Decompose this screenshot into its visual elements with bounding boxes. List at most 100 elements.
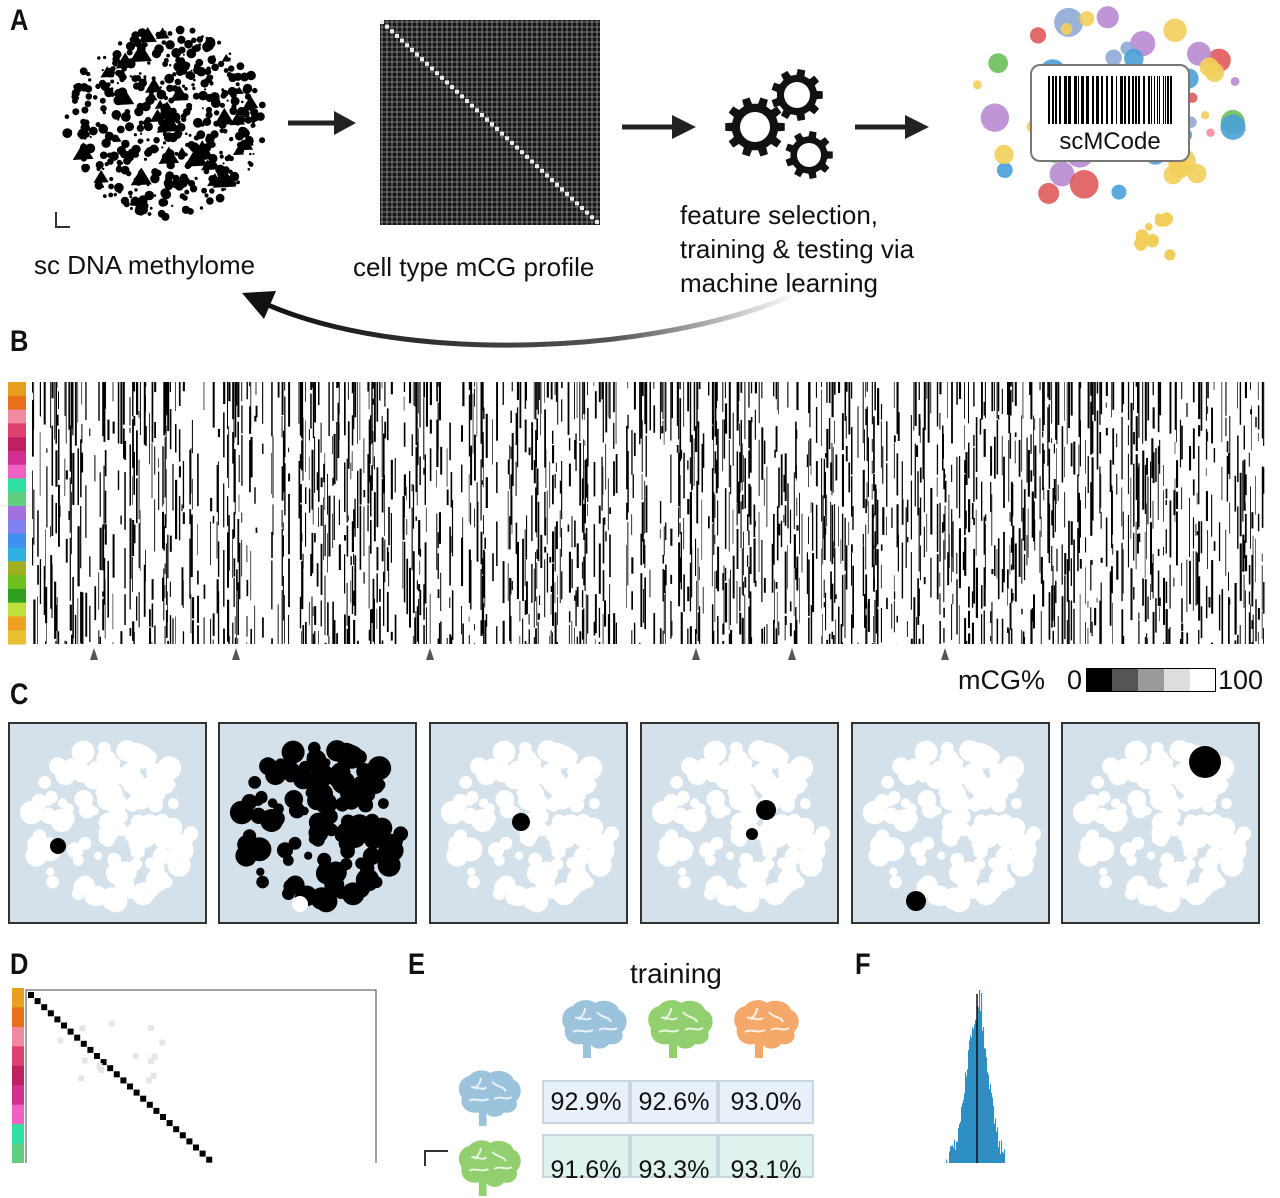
heatmap-segment xyxy=(529,629,530,644)
heatmap-segment xyxy=(816,382,817,398)
heatmap-segment xyxy=(1251,406,1252,451)
heatmap-segment xyxy=(1219,522,1220,561)
heatmap-segment xyxy=(1121,417,1122,479)
heatmap-segment xyxy=(1155,598,1157,632)
heatmap-segment xyxy=(1024,489,1026,551)
matrix-diagonal-cell xyxy=(570,197,574,201)
heatmap-segment xyxy=(133,382,135,391)
matrix-diagonal-cell xyxy=(455,90,459,94)
heatmap-segment xyxy=(344,554,345,593)
heatmap-segment xyxy=(744,577,746,588)
heatmap-segment xyxy=(998,538,1000,599)
heatmap-segment xyxy=(85,593,87,637)
heatmap-segment xyxy=(374,382,376,442)
heatmap-segment xyxy=(166,543,167,605)
umap-cluster xyxy=(105,890,127,912)
heatmap-segment xyxy=(1051,546,1052,571)
diagonal-cell xyxy=(206,1157,212,1163)
umap-cluster xyxy=(515,771,536,792)
heatmap-segment xyxy=(939,503,940,562)
heatmap-segment xyxy=(179,382,181,406)
heatmap-segment xyxy=(419,549,421,557)
heatmap-segment xyxy=(698,548,699,611)
heatmap-segment xyxy=(352,566,353,614)
heatmap-segment xyxy=(1112,382,1114,410)
heatmap-segment xyxy=(167,382,169,431)
heatmap-segment xyxy=(812,503,813,551)
heatmap-segment xyxy=(722,382,723,412)
umap-cluster xyxy=(1214,876,1226,888)
heatmap-segment xyxy=(50,526,51,537)
heatmap-segment xyxy=(1112,428,1114,464)
offdiag-cell xyxy=(148,1025,154,1031)
heatmap-segment xyxy=(555,612,557,644)
matrix-diagonal-cell xyxy=(535,164,539,168)
heatmap-segment xyxy=(968,633,970,644)
heatmap-segment xyxy=(785,453,787,501)
heatmap-segment xyxy=(1237,436,1239,483)
heatmap-segment xyxy=(1237,507,1238,549)
heatmap-segment xyxy=(699,382,701,389)
heatmap-segment xyxy=(1073,609,1074,644)
heatmap-segment xyxy=(867,382,868,392)
heatmap-segment xyxy=(461,465,462,493)
heatmap-segment xyxy=(1054,444,1055,454)
methylome-dot xyxy=(181,113,187,119)
heatmap-segment xyxy=(609,507,611,514)
diagonal-cell xyxy=(74,1035,80,1041)
heatmap-segment xyxy=(413,485,414,529)
heatmap-segment xyxy=(71,635,72,644)
heatmap-segment xyxy=(802,514,803,573)
matrix-diagonal-cell xyxy=(425,62,429,66)
heatmap-segment xyxy=(68,382,70,430)
heatmap-segment xyxy=(991,569,993,574)
heatmap-segment xyxy=(423,625,425,644)
heatmap-segment xyxy=(170,409,172,449)
heatmap-segment xyxy=(373,431,374,466)
heatmap-segment xyxy=(1206,586,1208,618)
heatmap-segment xyxy=(911,481,912,540)
methylome-dot xyxy=(195,177,198,180)
umap-cluster xyxy=(583,818,604,839)
heatmap-segment xyxy=(568,525,570,532)
heatmap-segment xyxy=(838,506,839,546)
umap-cluster xyxy=(282,741,305,764)
heatmap-segment xyxy=(50,382,51,428)
heatmap-segment xyxy=(1222,589,1224,644)
umap-cluster xyxy=(976,793,993,810)
heatmap-segment xyxy=(577,382,578,418)
heatmap-segment xyxy=(633,474,634,498)
umap-panel-2 xyxy=(218,722,417,924)
heatmap-segment xyxy=(1137,467,1139,529)
methylome-dot xyxy=(118,189,122,193)
heatmap-segment xyxy=(845,574,846,638)
heatmap-segment xyxy=(175,617,176,645)
heatmap-segment xyxy=(228,426,229,488)
heatmap-segment xyxy=(1201,382,1203,431)
heatmap-segment xyxy=(894,575,895,590)
heatmap-segment xyxy=(851,544,853,552)
heatmap-segment xyxy=(52,426,54,486)
heatmap-segment xyxy=(1010,545,1011,575)
heatmap-segment xyxy=(868,599,870,632)
heatmap-segment xyxy=(166,426,167,459)
heatmap-segment xyxy=(89,606,90,642)
heatmap-segment xyxy=(395,458,396,492)
umap-cluster xyxy=(554,821,572,839)
heatmap-segment xyxy=(937,445,938,475)
umap-cluster xyxy=(494,879,508,893)
heatmap-segment xyxy=(416,611,417,644)
heatmap-segment xyxy=(256,528,258,533)
heatmap-segment xyxy=(414,617,415,644)
heatmap-segment xyxy=(587,408,589,467)
histogram-bar xyxy=(997,1127,998,1163)
heatmap-segment xyxy=(412,434,413,456)
heatmap-segment xyxy=(288,615,289,644)
heatmap-segment xyxy=(302,554,303,569)
heatmap-segment xyxy=(133,416,135,426)
heatmap-segment xyxy=(898,382,899,403)
heatmap-segment xyxy=(915,444,916,507)
methylome-dot xyxy=(175,79,182,86)
umap-cluster xyxy=(678,868,686,876)
heatmap-segment xyxy=(536,468,538,495)
